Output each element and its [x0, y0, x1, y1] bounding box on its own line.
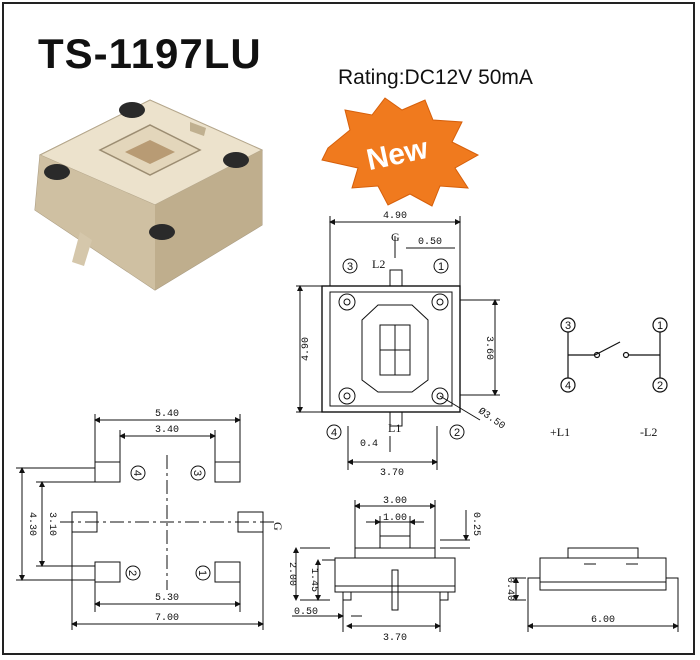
fp-outer-height: 4.30 [26, 512, 37, 536]
dim-diameter: Ø3.50 [476, 405, 507, 432]
ev-width: 6.00 [591, 615, 615, 626]
footprint-pin-markers: 4 3 2 1 [125, 465, 211, 581]
ev-lead-height: 0.40 [504, 577, 515, 601]
top-view-pin-markers: 3 1 4 2 [326, 258, 465, 440]
top-view [296, 216, 500, 470]
pcb-footprint [16, 414, 275, 630]
sv-pitch: 3.70 [383, 633, 407, 644]
svg-text:3: 3 [191, 470, 203, 476]
schematic-pin-4: 4 [565, 380, 571, 392]
center-mark: G [391, 230, 400, 244]
switch-photo [34, 99, 264, 291]
fp-total-width: 7.00 [155, 613, 179, 624]
fp-outer-width: 5.40 [155, 409, 179, 420]
dim-l1-offset: 0.4 [360, 439, 378, 450]
new-badge: New [321, 97, 480, 207]
fp-inner-width: 3.40 [155, 425, 179, 436]
label-l1: L1 [388, 421, 401, 435]
sv-top-width: 3.00 [383, 496, 407, 507]
label-l2: L2 [372, 257, 385, 271]
svg-text:1: 1 [196, 570, 208, 576]
sv-cap-height: 0.25 [470, 512, 481, 536]
schematic-plus-label: +L1 [550, 425, 570, 439]
fp-bottom-span: 5.30 [155, 593, 179, 604]
svg-text:4: 4 [331, 427, 337, 439]
sv-lead: 0.50 [294, 607, 318, 618]
dim-height: 4.90 [301, 337, 312, 361]
svg-text:2: 2 [126, 570, 138, 576]
schematic-pin-2: 2 [657, 380, 663, 392]
sv-cap-width: 1.00 [383, 513, 407, 524]
svg-text:1: 1 [438, 261, 444, 273]
end-view [510, 547, 679, 632]
dim-offset: 0.50 [418, 237, 442, 248]
svg-text:2: 2 [454, 427, 460, 439]
switch-schematic [560, 317, 668, 393]
dim-pin-pitch: 3.70 [380, 468, 404, 479]
dim-width: 4.90 [383, 211, 407, 222]
side-view [292, 500, 470, 632]
sv-body-height: 1.45 [308, 568, 319, 592]
schematic-minus-label: -L2 [640, 425, 657, 439]
fp-center-mark: G [271, 522, 285, 531]
svg-text:3: 3 [347, 261, 353, 273]
svg-text:4: 4 [131, 470, 143, 476]
schematic-pin-1: 1 [657, 320, 663, 332]
part-number-title: TS-1197LU [38, 30, 262, 77]
sv-height: 2.00 [286, 562, 297, 586]
schematic-pin-3: 3 [565, 320, 571, 332]
rating-text: Rating:DC12V 50mA [338, 66, 533, 89]
dim-pin-span: 3.60 [483, 336, 494, 360]
fp-inner-height: 3.10 [46, 512, 57, 536]
